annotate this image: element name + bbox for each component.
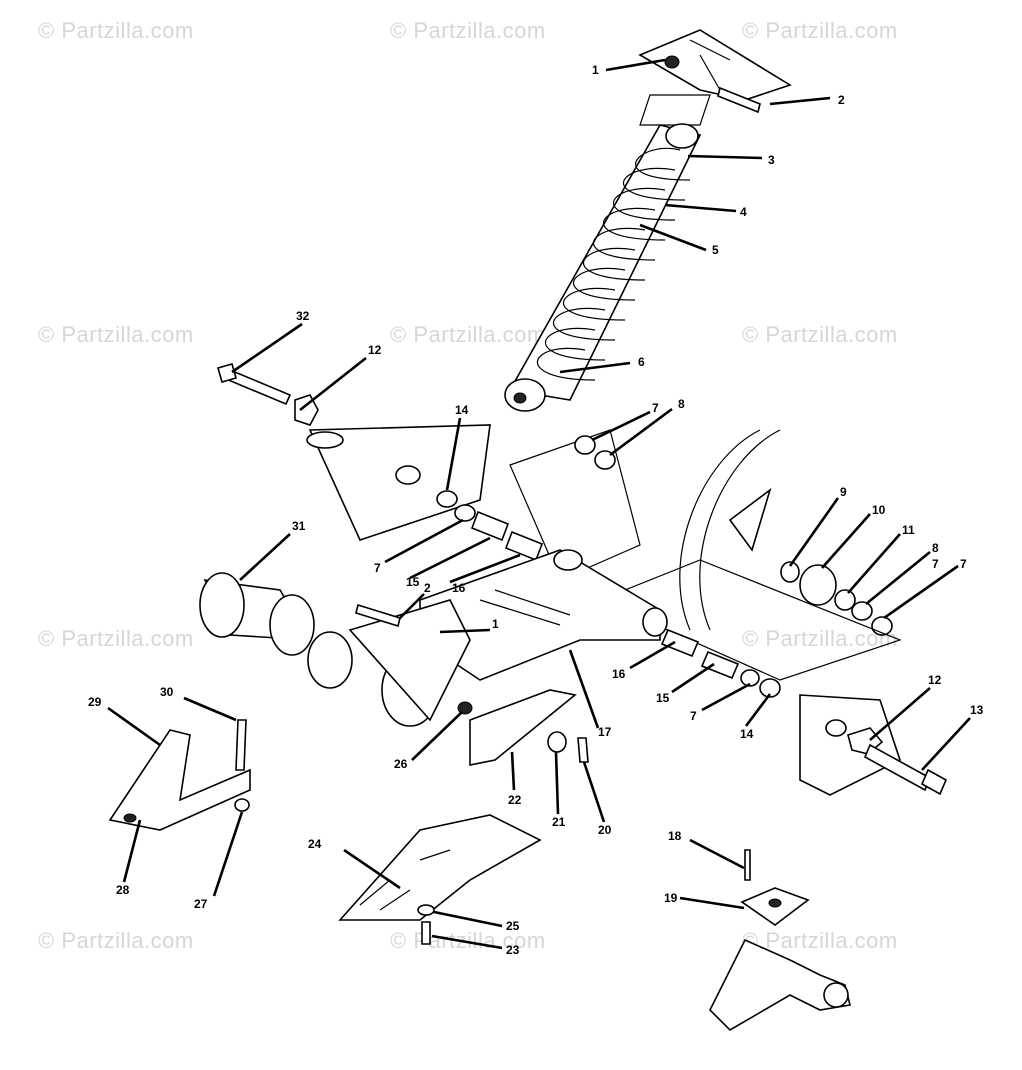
nut-1 <box>664 55 680 69</box>
watermark: © Partzilla.com <box>38 626 194 651</box>
washer-25 <box>417 904 435 916</box>
callout-11: 11 <box>902 523 915 537</box>
bolt-2-top <box>717 86 761 114</box>
mount-outline <box>639 94 711 126</box>
washer-7-lower <box>740 669 760 687</box>
callout-24: 24 <box>308 837 322 851</box>
bolt-30 <box>235 719 247 771</box>
watermark: © Partzilla.com <box>390 18 546 43</box>
spacer-9 <box>780 561 800 583</box>
callout-15: 15 <box>406 575 420 589</box>
callout-9: 9 <box>840 485 847 499</box>
bearing-housing <box>199 572 471 727</box>
star-washer-upper <box>294 394 319 426</box>
skid-plate <box>338 814 542 921</box>
callout-5: 5 <box>712 243 719 257</box>
watermark: © Partzilla.com <box>38 322 194 347</box>
washer-14-lower <box>759 678 781 698</box>
callout-10: 10 <box>872 503 886 517</box>
callout-26: 26 <box>394 757 408 771</box>
bushing-15-right <box>700 650 740 680</box>
callout-31: 31 <box>292 519 306 533</box>
bolt-2-mid <box>355 603 401 628</box>
callout-7: 7 <box>374 561 381 575</box>
callout-30: 30 <box>160 685 174 699</box>
watermark: © Partzilla.com <box>742 322 898 347</box>
nut-27 <box>234 798 250 812</box>
callout-15: 15 <box>656 691 670 705</box>
callout-20: 20 <box>598 823 612 837</box>
callout-8: 8 <box>932 541 939 555</box>
bushing-16-right <box>660 628 700 658</box>
callout-8: 8 <box>678 397 685 411</box>
tire-arc <box>679 429 761 631</box>
callout-14: 14 <box>740 727 754 741</box>
callout-17: 17 <box>598 725 612 739</box>
callout-18: 18 <box>668 829 682 843</box>
callout-21: 21 <box>552 815 566 829</box>
callout-12: 12 <box>368 343 382 357</box>
callout-12: 12 <box>928 673 942 687</box>
watermark: © Partzilla.com <box>390 322 546 347</box>
callout-19: 19 <box>664 891 678 905</box>
wheel-bearing-10 <box>799 564 837 606</box>
watermark: © Partzilla.com <box>38 928 194 953</box>
callout-1: 1 <box>492 617 499 631</box>
callout-7: 7 <box>690 709 697 723</box>
spacer-21 <box>547 731 567 753</box>
bushing-16-left <box>504 530 544 562</box>
watermark: © Partzilla.com <box>38 18 194 43</box>
washer-14-left <box>436 490 458 508</box>
callout-4: 4 <box>740 205 747 219</box>
callout-32: 32 <box>296 309 310 323</box>
frame-bracket-top <box>638 29 792 101</box>
bolt-20 <box>577 737 589 763</box>
callout-22: 22 <box>508 793 522 807</box>
callout-2: 2 <box>424 581 431 595</box>
nut-26 <box>457 701 473 715</box>
bolt-13 <box>863 743 932 792</box>
callout-7: 7 <box>652 401 659 415</box>
watermark: © Partzilla.com <box>742 18 898 43</box>
watermark: © Partzilla.com <box>742 626 898 651</box>
screw-18 <box>744 849 751 881</box>
bushing-15-left <box>470 510 510 542</box>
bolt-23 <box>421 921 431 945</box>
callout-16: 16 <box>452 581 466 595</box>
callout-7: 7 <box>960 557 967 571</box>
guard-22 <box>469 689 577 766</box>
callout-labels: 1 2 3 4 5 6 7 8 7 8 9 10 11 7 12 13 14 7… <box>88 63 984 957</box>
callout-1: 1 <box>592 63 599 77</box>
callout-13: 13 <box>970 703 984 717</box>
nut-11 <box>834 589 856 611</box>
callout-25: 25 <box>506 919 520 933</box>
shock-absorber <box>504 123 702 412</box>
washer-7-left <box>454 504 476 522</box>
bracket-29 <box>108 729 251 831</box>
watermark: © Partzilla.com <box>390 928 546 953</box>
callout-14: 14 <box>455 403 469 417</box>
callout-3: 3 <box>768 153 775 167</box>
washer-7-upper <box>574 435 596 455</box>
callout-16: 16 <box>612 667 626 681</box>
watermark: © Partzilla.com <box>742 928 898 953</box>
callout-6: 6 <box>638 355 645 369</box>
callout-23: 23 <box>506 943 520 957</box>
callout-27: 27 <box>194 897 208 911</box>
callout-leaders <box>107 58 971 950</box>
callout-7: 7 <box>932 557 939 571</box>
hub-spike <box>728 487 772 552</box>
washer-8-right <box>851 601 873 621</box>
callout-2: 2 <box>838 93 845 107</box>
callout-28: 28 <box>116 883 130 897</box>
washer-8-upper <box>594 450 616 470</box>
callout-29: 29 <box>88 695 102 709</box>
